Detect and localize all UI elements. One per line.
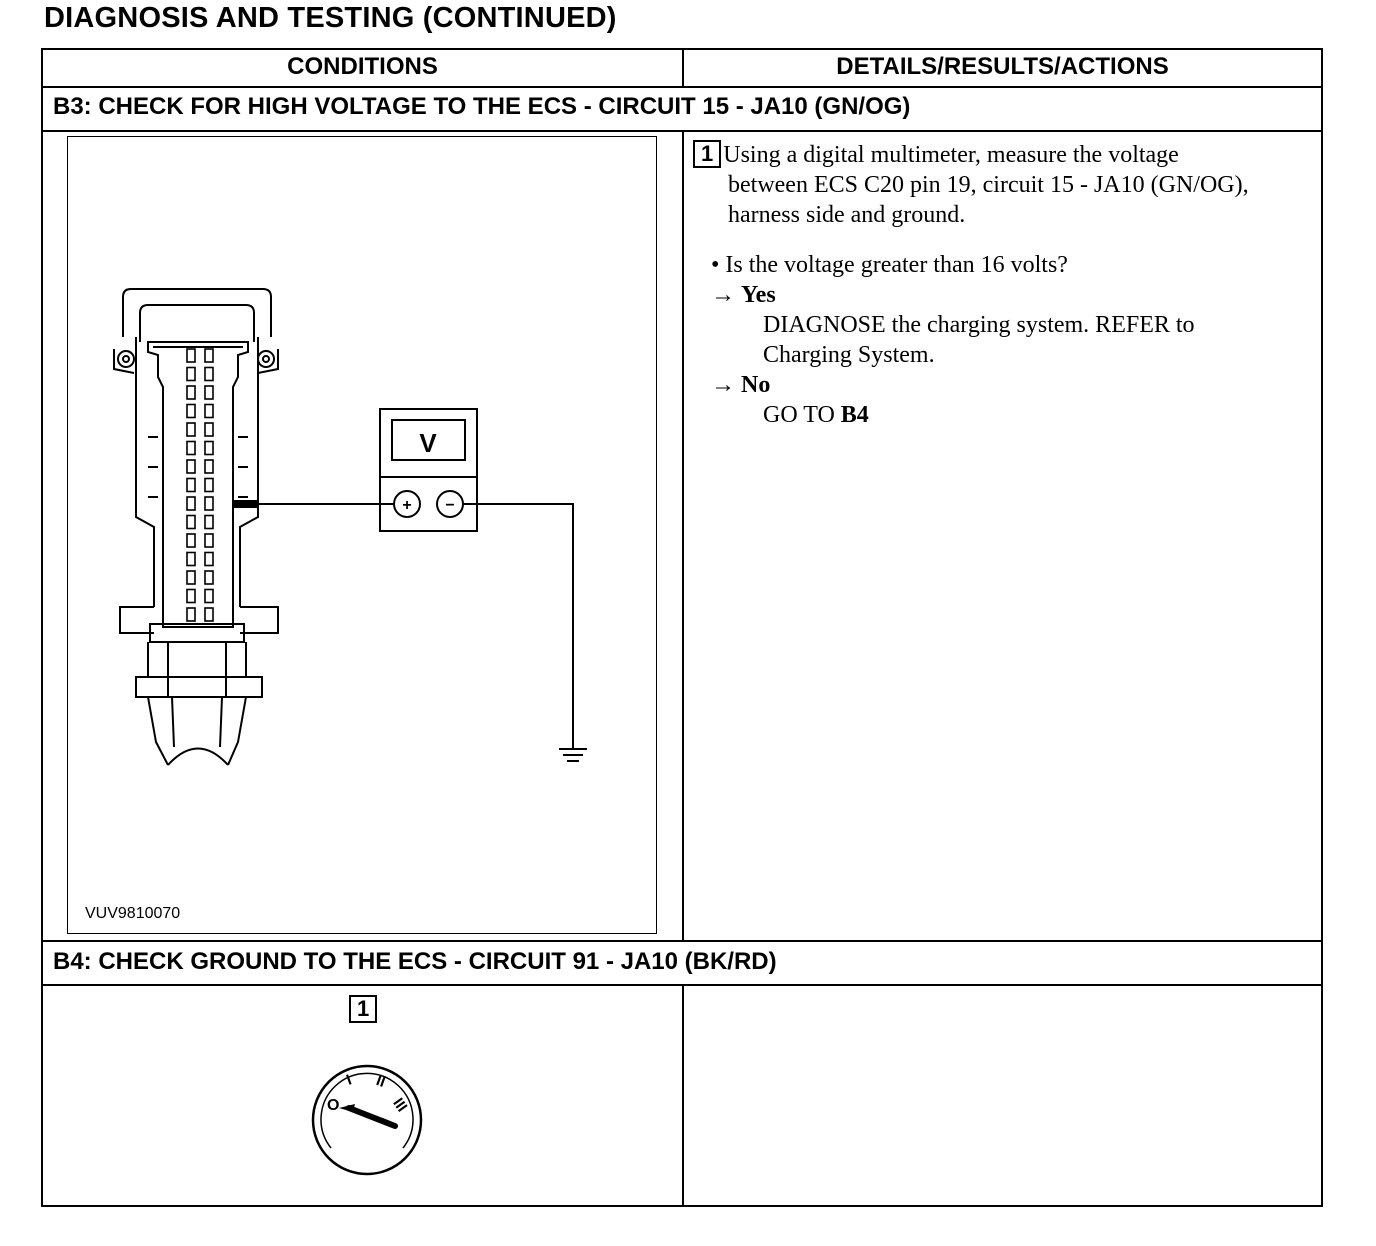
arrow-right-icon: →	[711, 372, 735, 398]
step-number-badge: 1	[693, 140, 722, 168]
yes-branch: → Yes	[711, 282, 776, 308]
yes-action-line-2: Charging System.	[763, 342, 935, 368]
terminal-cavity	[186, 570, 196, 585]
goto-b4-link[interactable]: B4	[840, 402, 869, 428]
ignition-position-off: O	[327, 1097, 339, 1114]
no-branch: → No	[711, 372, 771, 398]
terminal-cavity	[204, 607, 214, 622]
terminal-cavity	[186, 366, 196, 382]
b4-step-number-badge: 1	[349, 995, 378, 1023]
terminal-cavity	[186, 588, 196, 604]
terminal-cavity	[186, 385, 196, 400]
terminal-cavity	[186, 422, 196, 437]
terminal-cavity	[186, 348, 196, 363]
question-line: • Is the voltage greater than 16 volts?	[711, 252, 1068, 278]
terminal-cavity	[204, 477, 214, 493]
column-divider-b3	[682, 130, 684, 940]
b4-heading: B4: CHECK GROUND TO THE ECS - CIRCUIT 91…	[53, 948, 777, 975]
terminal-cavity	[186, 440, 196, 456]
terminal-cavity	[186, 607, 196, 622]
terminal-cavity	[204, 385, 214, 400]
meter-minus-terminal: −	[445, 497, 454, 514]
b3-bottom-divider	[43, 940, 1321, 942]
terminal-cavity	[204, 570, 214, 585]
meter-display-label: V	[419, 428, 437, 458]
terminal-cavity	[204, 440, 214, 456]
header-divider	[43, 86, 1321, 88]
page-title: DIAGNOSIS AND TESTING (CONTINUED)	[44, 2, 617, 34]
terminal-cavity	[186, 514, 196, 530]
details-column-header: DETAILS/RESULTS/ACTIONS	[836, 53, 1169, 80]
b3-figure: V + − VUV9810070	[67, 136, 657, 934]
ignition-switch-icon: O I II III	[311, 1064, 423, 1176]
column-divider-b4	[682, 984, 684, 1205]
meter-plus-terminal: +	[402, 497, 411, 514]
diagnosis-table: CONDITIONS DETAILS/RESULTS/ACTIONS B3: C…	[41, 48, 1323, 1207]
terminal-cavity	[204, 533, 214, 548]
bullet-icon: •	[711, 252, 720, 278]
terminal-cavity	[204, 588, 214, 604]
terminal-cavity	[204, 366, 214, 382]
b3-heading: B3: CHECK FOR HIGH VOLTAGE TO THE ECS - …	[53, 93, 911, 120]
terminal-cavity	[204, 551, 214, 567]
terminal-cavity	[186, 496, 196, 511]
instruction-line-2: between ECS C20 pin 19, circuit 15 - JA1…	[728, 172, 1249, 198]
no-action: GO TO B4	[763, 402, 869, 428]
terminal-cavity	[204, 403, 214, 419]
conditions-column-header: CONDITIONS	[287, 53, 438, 80]
arrow-right-icon: →	[711, 282, 735, 308]
terminal-cavity	[186, 533, 196, 548]
terminal-cavity	[186, 459, 196, 474]
connector-multimeter-diagram: V + −	[113, 288, 587, 766]
figure-id: VUV9810070	[85, 905, 181, 922]
column-divider-header	[682, 50, 684, 86]
terminal-cavity	[204, 348, 214, 363]
terminal-cavity	[204, 496, 214, 511]
terminal-cavity	[186, 551, 196, 567]
terminal-cavity	[204, 459, 214, 474]
terminal-cavity	[186, 477, 196, 493]
instruction-line-3: harness side and ground.	[728, 202, 966, 228]
terminal-cavity	[204, 422, 214, 437]
yes-action-line-1: DIAGNOSE the charging system. REFER to	[763, 312, 1195, 338]
ignition-position-1: I	[344, 1071, 354, 1088]
terminal-cavity	[186, 403, 196, 419]
terminal-cavity	[204, 514, 214, 530]
